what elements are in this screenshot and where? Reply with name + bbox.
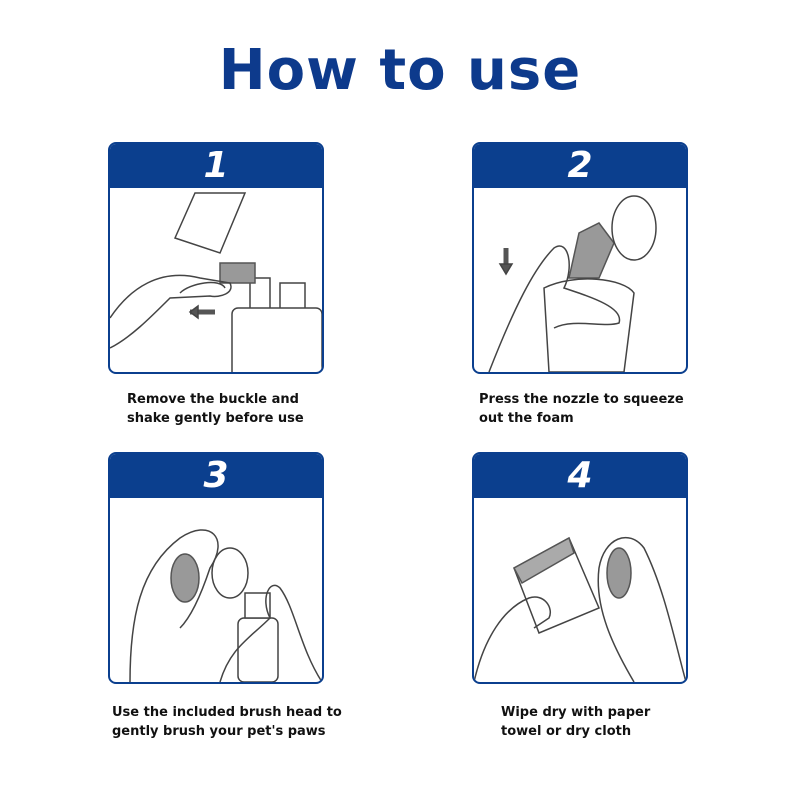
step-3-caption: Use the included brush head to gently br… <box>112 703 342 741</box>
step-1-panel: 1 <box>108 142 324 374</box>
caption-line: Use the included brush head to <box>112 705 342 720</box>
step-number: 2 <box>474 144 686 188</box>
caption-line: gently brush your pet's paws <box>112 724 326 739</box>
caption-line: Remove the buckle and <box>127 392 299 407</box>
step-number: 1 <box>110 144 322 188</box>
remove-buckle-illustration <box>110 192 322 372</box>
step-number: 4 <box>474 454 686 498</box>
step-1-caption: Remove the buckle and shake gently befor… <box>127 390 304 428</box>
step-4-panel: 4 <box>472 452 688 684</box>
page-title: How to use <box>218 38 582 103</box>
wipe-dry-illustration <box>474 536 686 682</box>
caption-line: shake gently before use <box>127 411 304 426</box>
caption-line: out the foam <box>479 411 574 426</box>
step-4-caption: Wipe dry with paper towel or dry cloth <box>501 703 650 741</box>
step-2-panel: 2 <box>472 142 688 374</box>
caption-line: Press the nozzle to squeeze <box>479 392 684 407</box>
step-2-caption: Press the nozzle to squeeze out the foam <box>479 390 684 428</box>
press-nozzle-illustration <box>488 195 657 372</box>
step-number: 3 <box>110 454 322 498</box>
step-3-panel: 3 <box>108 452 324 684</box>
brush-paws-illustration <box>129 529 322 682</box>
caption-line: Wipe dry with paper <box>501 705 651 720</box>
caption-line: towel or dry cloth <box>501 724 632 739</box>
